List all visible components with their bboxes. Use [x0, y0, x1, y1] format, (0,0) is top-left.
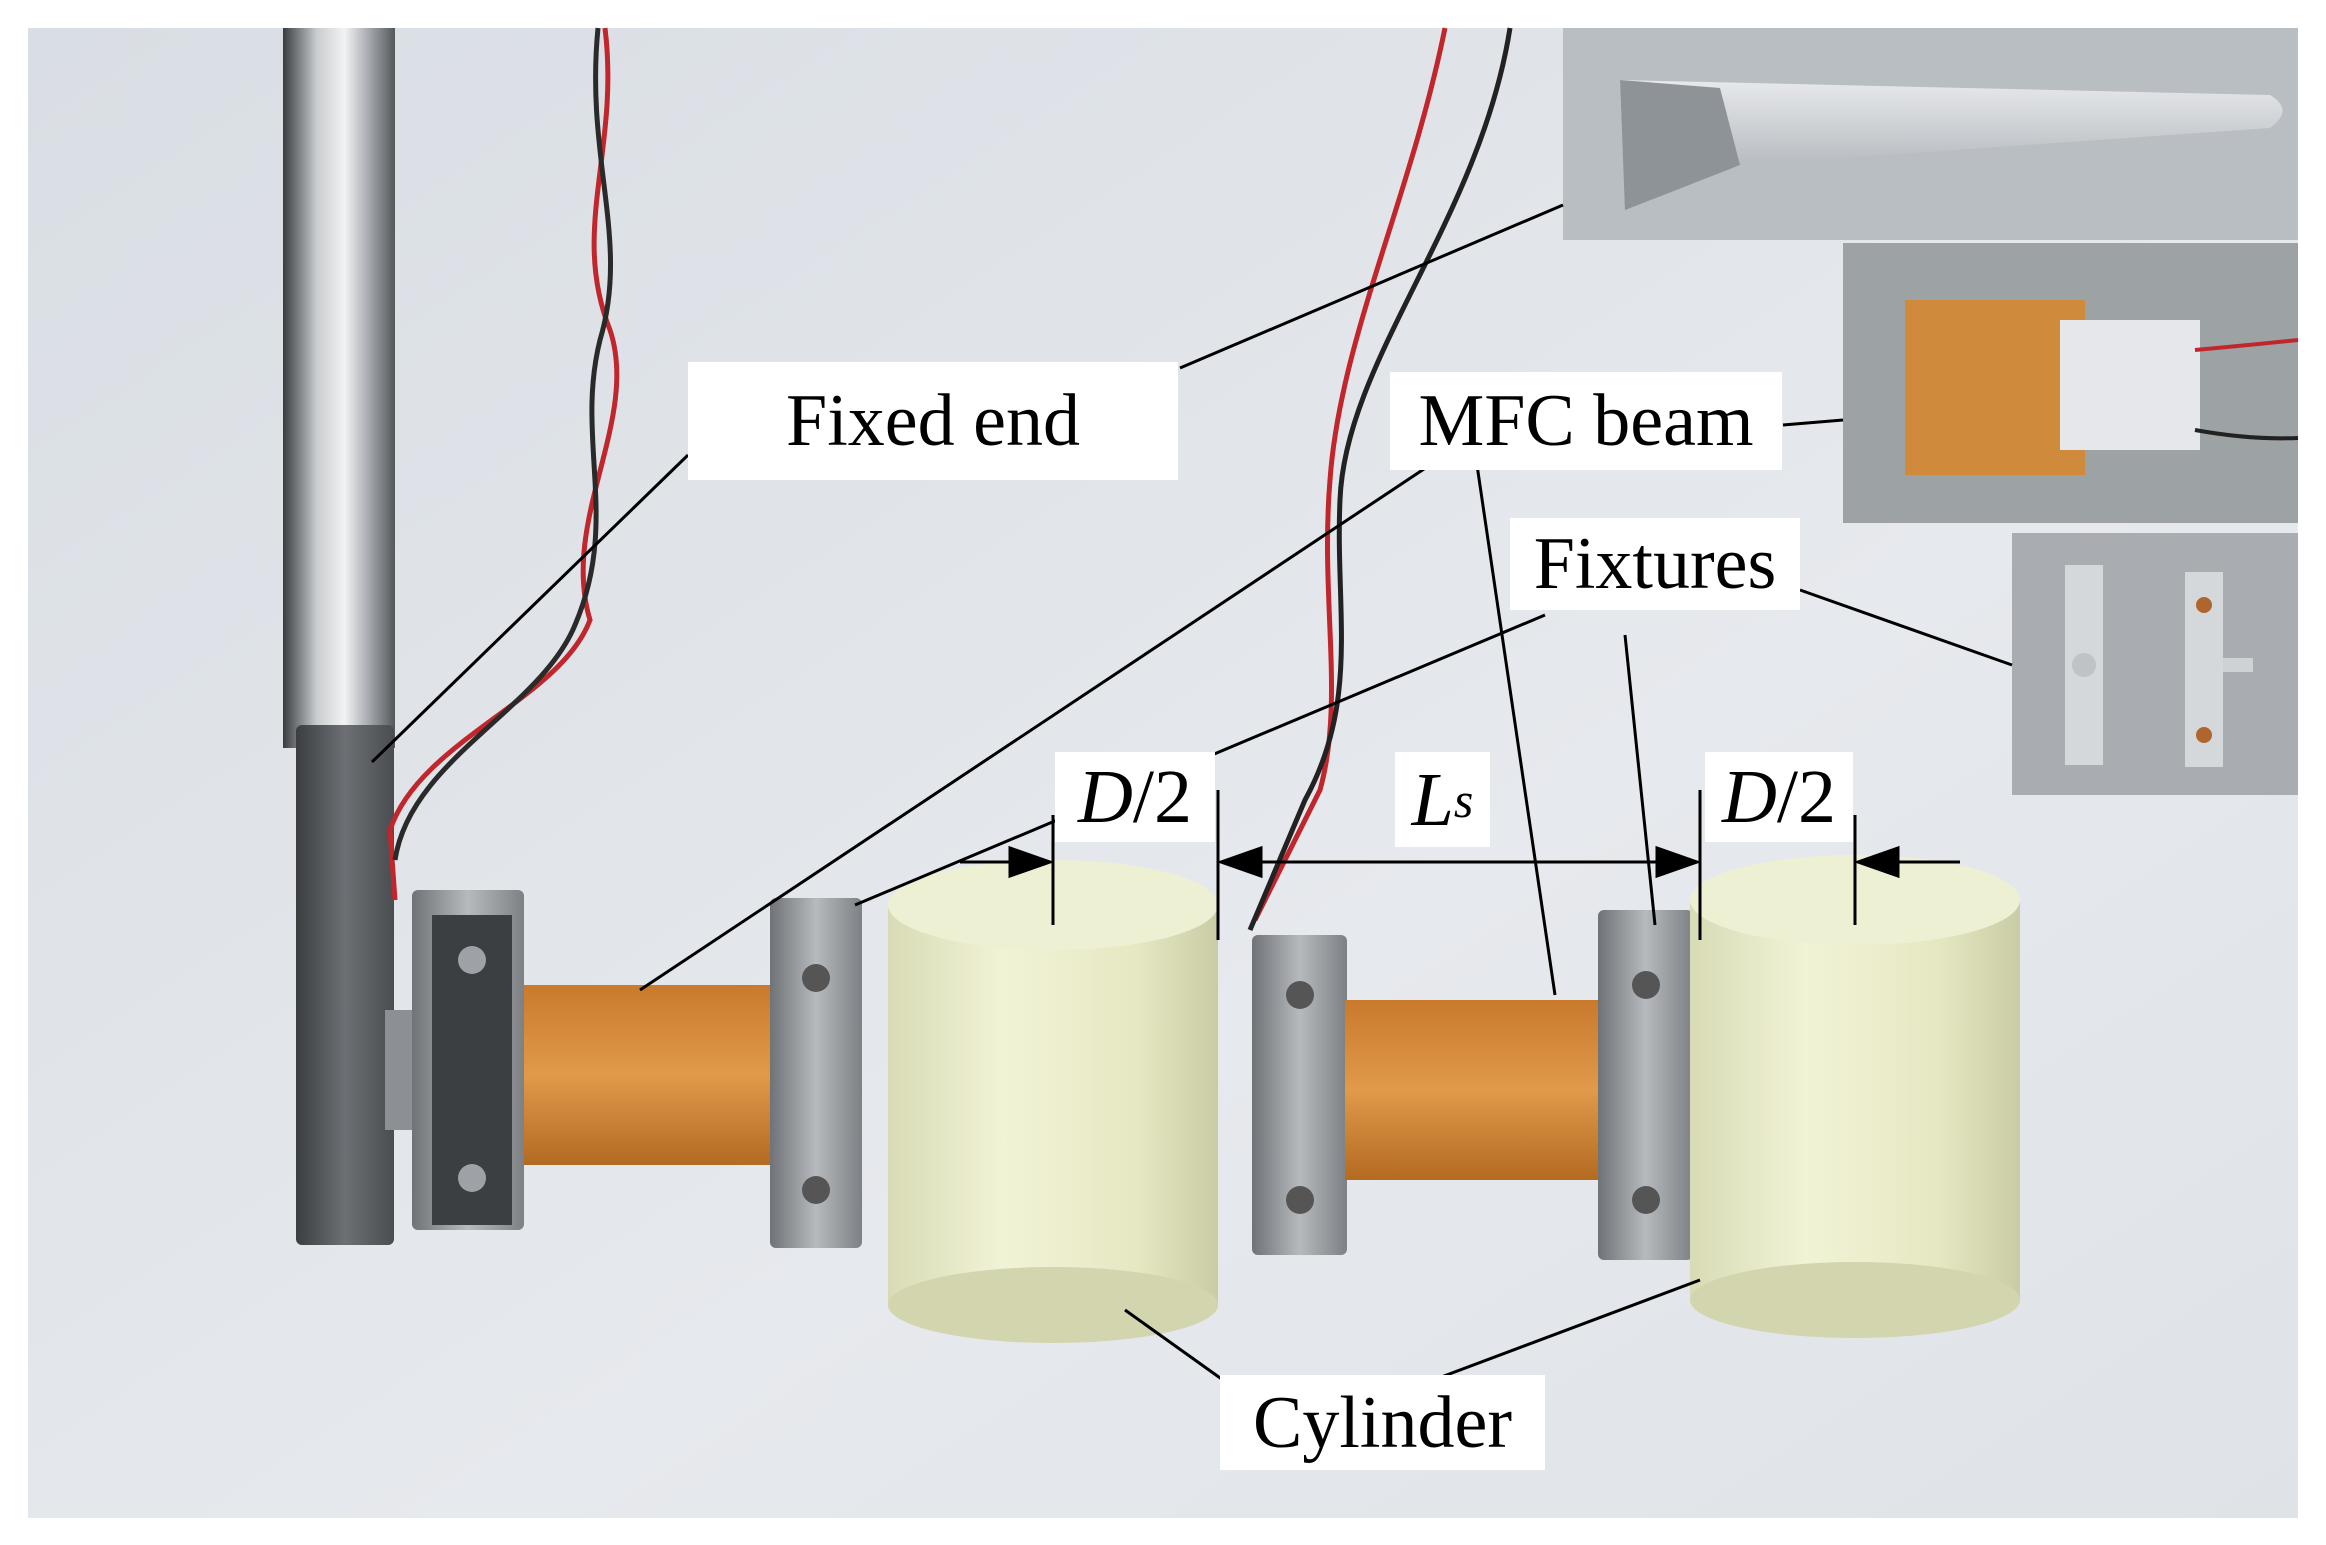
- dimension-spacing-subscript: s: [1453, 771, 1474, 828]
- mfc-beam-label: MFC beam: [1390, 372, 1782, 470]
- dimension-spacing-variable: L: [1411, 757, 1454, 842]
- dimension-d-half-right: D/2: [1705, 752, 1853, 842]
- dimension-d-half-left: D/2: [1055, 752, 1215, 842]
- dimension-d-half-left-fraction: /2: [1132, 755, 1192, 839]
- dimension-d-half-left-variable: D: [1077, 755, 1133, 839]
- dimension-d-half-right-variable: D: [1721, 755, 1777, 839]
- fixtures-label: Fixtures: [1510, 518, 1800, 610]
- fixed-end-label: Fixed end: [688, 362, 1178, 480]
- dimension-d-half-right-fraction: /2: [1776, 755, 1836, 839]
- cylinder-label: Cylinder: [1220, 1375, 1545, 1470]
